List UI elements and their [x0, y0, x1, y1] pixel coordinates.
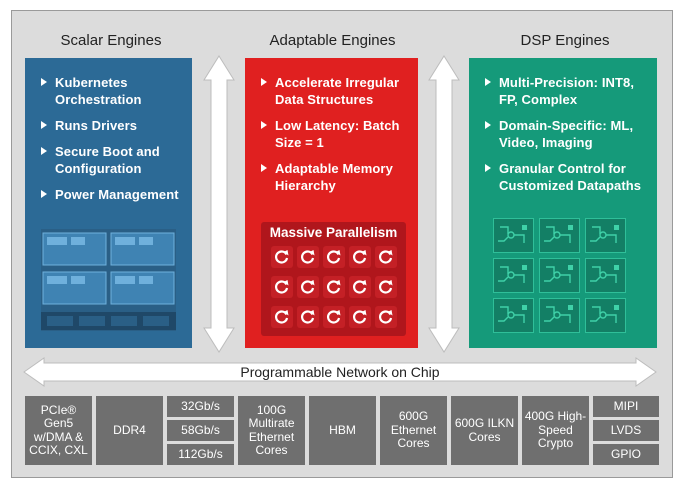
dsp-item: Domain-Specific: ML, Video, Imaging [483, 117, 651, 151]
processor-cores-graphic [41, 229, 176, 331]
ethernet-600g-block: 600G Ethernet Cores [380, 396, 447, 465]
scalar-engines-title: Scalar Engines [60, 32, 162, 49]
adaptable-item: Low Latency: Batch Size = 1 [259, 117, 412, 151]
dsp-engines-list: Multi-Precision: INT8, FP, Complex Domai… [483, 74, 651, 194]
logic-core-icon [323, 276, 345, 298]
network-on-chip-arrow [23, 357, 657, 387]
serdes-32g-block: 32Gb/s [167, 396, 234, 417]
dsp-slice-icon [539, 298, 580, 333]
logic-core-icon [271, 306, 293, 328]
hbm-block: HBM [309, 396, 376, 465]
adaptable-item: Adaptable Memory Hierarchy [259, 160, 412, 194]
adaptable-item: Accelerate Irregular Data Structures [259, 74, 412, 108]
dsp-engines-title: DSP Engines [520, 32, 610, 49]
logic-core-icon [349, 276, 371, 298]
dsp-item: Granular Control for Customized Datapath… [483, 160, 651, 194]
ilkn-600g-block: 600G ILKN Cores [451, 396, 518, 465]
logic-core-icon [323, 246, 345, 268]
dsp-slice-icon [493, 298, 534, 333]
adaptable-engines-title: Adaptable Engines [269, 32, 396, 49]
pcie-block: PCIe® Gen5 w/DMA & CCIX, CXL [25, 396, 92, 465]
logic-core-icon [271, 246, 293, 268]
lvds-block: LVDS [593, 420, 659, 441]
dsp-slice-icon [585, 218, 626, 253]
logic-core-icon [349, 246, 371, 268]
ddr4-block: DDR4 [96, 396, 163, 465]
vertical-arrow-left [203, 55, 235, 353]
dsp-slice-icon [493, 218, 534, 253]
ethernet-100g-block: 100G Multirate Ethernet Cores [238, 396, 305, 465]
logic-core-icon [323, 306, 345, 328]
logic-core-icon [271, 276, 293, 298]
gpio-block: GPIO [593, 444, 659, 465]
vertical-arrow-right [428, 55, 460, 353]
logic-core-icon [297, 246, 319, 268]
adaptable-engines-list: Accelerate Irregular Data Structures Low… [259, 74, 412, 194]
logic-core-icon [297, 276, 319, 298]
crypto-400g-block: 400G High-Speed Crypto [522, 396, 589, 465]
logic-core-icon [375, 306, 397, 328]
dsp-slice-icon [585, 258, 626, 293]
logic-core-icon [375, 276, 397, 298]
massive-parallelism-label: Massive Parallelism [269, 225, 398, 240]
scalar-item: Secure Boot and Configuration [39, 143, 182, 177]
logic-core-icon [297, 306, 319, 328]
network-on-chip-label: Programmable Network on Chip [240, 364, 440, 380]
serdes-112g-block: 112Gb/s [167, 444, 234, 465]
logic-core-icon [349, 306, 371, 328]
dsp-slice-icon [585, 298, 626, 333]
dsp-slice-icon [539, 258, 580, 293]
scalar-engines-panel: Kubernetes Orchestration Runs Drivers Se… [25, 58, 192, 348]
logic-core-icon [375, 246, 397, 268]
scalar-item: Power Management [39, 186, 182, 204]
scalar-engines-list: Kubernetes Orchestration Runs Drivers Se… [39, 74, 182, 204]
dsp-item: Multi-Precision: INT8, FP, Complex [483, 74, 651, 108]
dsp-slice-icon [493, 258, 534, 293]
scalar-item: Runs Drivers [39, 117, 182, 134]
mipi-block: MIPI [593, 396, 659, 417]
serdes-58g-block: 58Gb/s [167, 420, 234, 441]
scalar-item: Kubernetes Orchestration [39, 74, 182, 108]
dsp-slice-icon [539, 218, 580, 253]
